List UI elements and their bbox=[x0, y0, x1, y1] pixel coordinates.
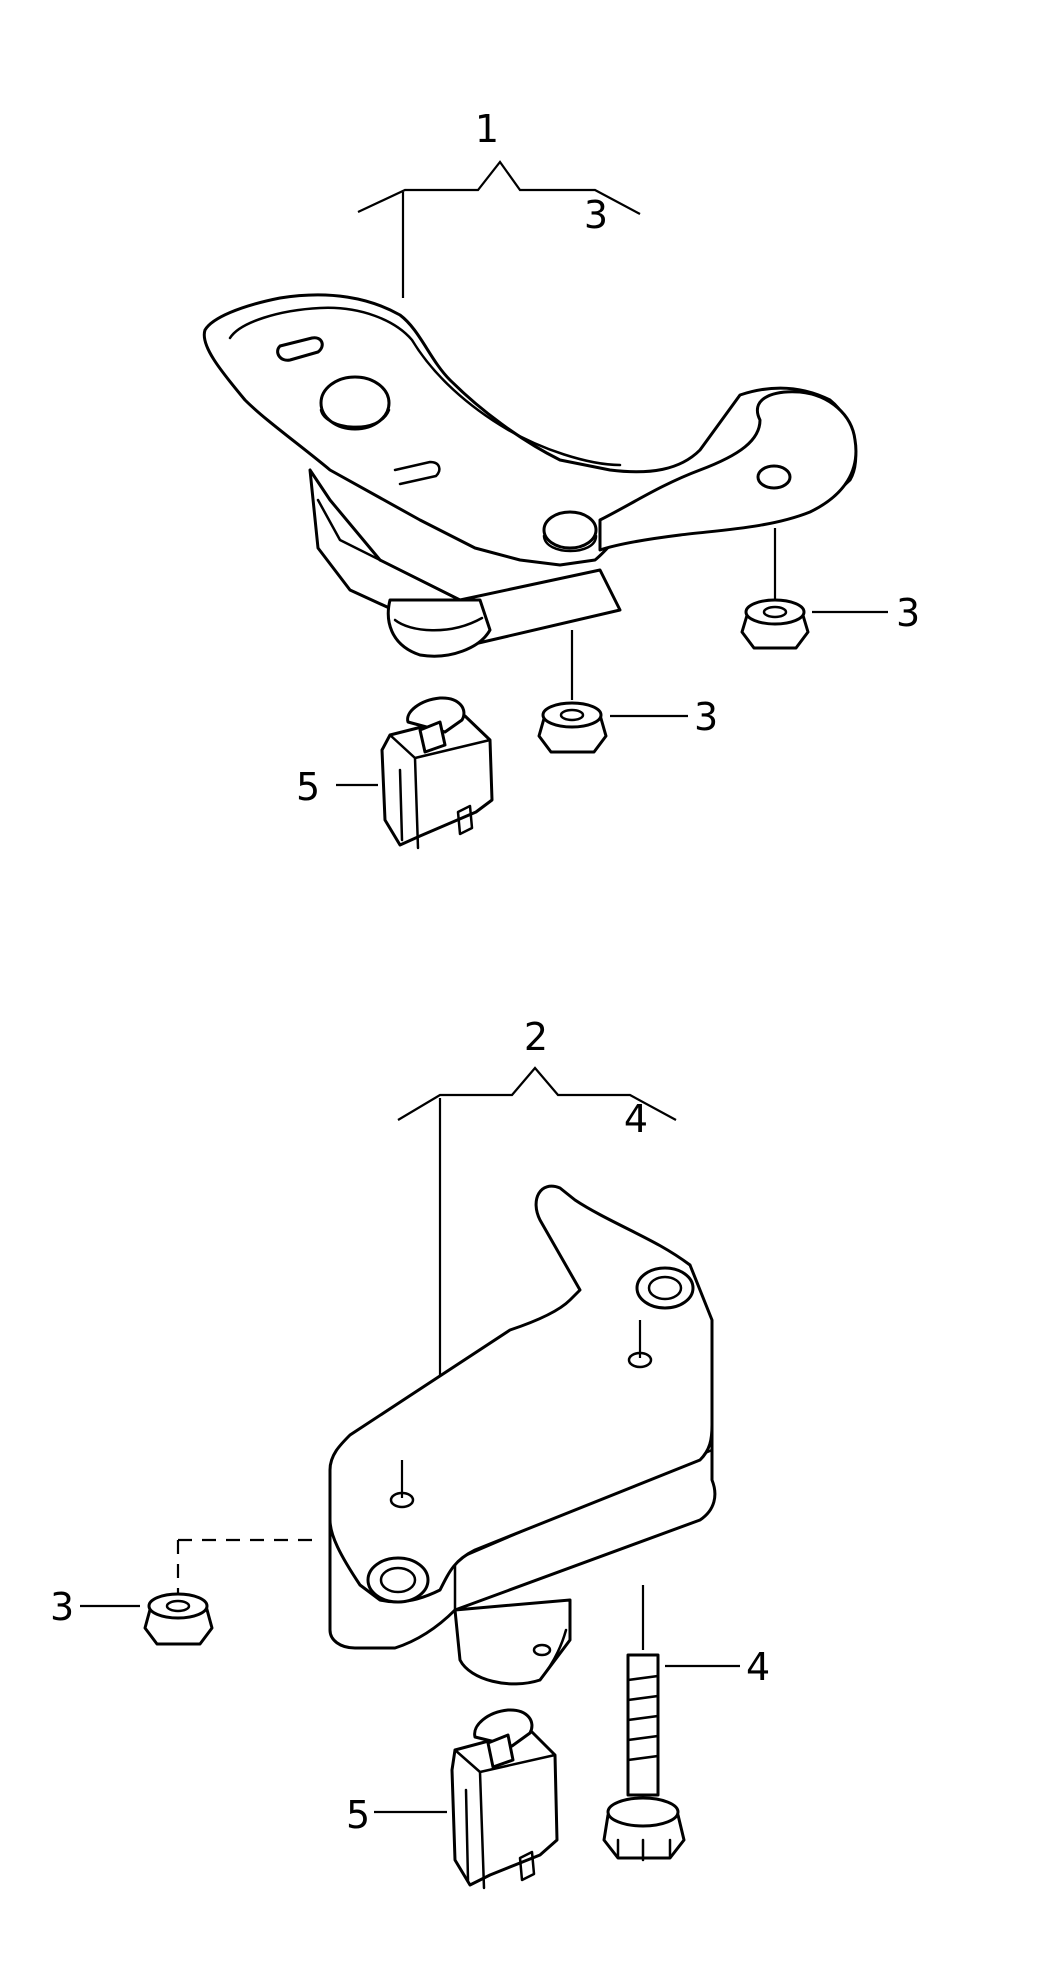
label-1: 1 bbox=[475, 107, 499, 151]
label-nut-bottom-left: 3 bbox=[50, 1585, 74, 1629]
mount-bracket-top bbox=[202, 293, 858, 658]
flange-nut-bottom-left bbox=[143, 1592, 214, 1646]
label-nut-top-right: 3 bbox=[896, 591, 920, 635]
label-bolt: 4 bbox=[746, 1645, 770, 1689]
mount-bracket-bottom bbox=[328, 1184, 717, 1686]
label-nut-top-center: 3 bbox=[694, 695, 718, 739]
bracket-range-2 bbox=[397, 1066, 677, 1121]
label-2-range-end: 4 bbox=[624, 1097, 648, 1141]
connector-bottom bbox=[450, 1708, 559, 1890]
flange-nut-top-center bbox=[537, 701, 608, 754]
assembly-1-group: 1 3 bbox=[202, 107, 920, 850]
label-connector-top: 5 bbox=[296, 765, 320, 809]
flange-nut-top-right bbox=[740, 598, 810, 650]
assembly-2-group: 2 4 bbox=[50, 1015, 770, 1890]
label-1-range-end: 3 bbox=[584, 193, 608, 237]
label-connector-bottom: 5 bbox=[346, 1793, 370, 1837]
connector-top bbox=[380, 696, 494, 850]
label-2: 2 bbox=[524, 1015, 548, 1059]
bracket-range-1 bbox=[357, 160, 641, 215]
hex-bolt bbox=[602, 1653, 686, 1862]
